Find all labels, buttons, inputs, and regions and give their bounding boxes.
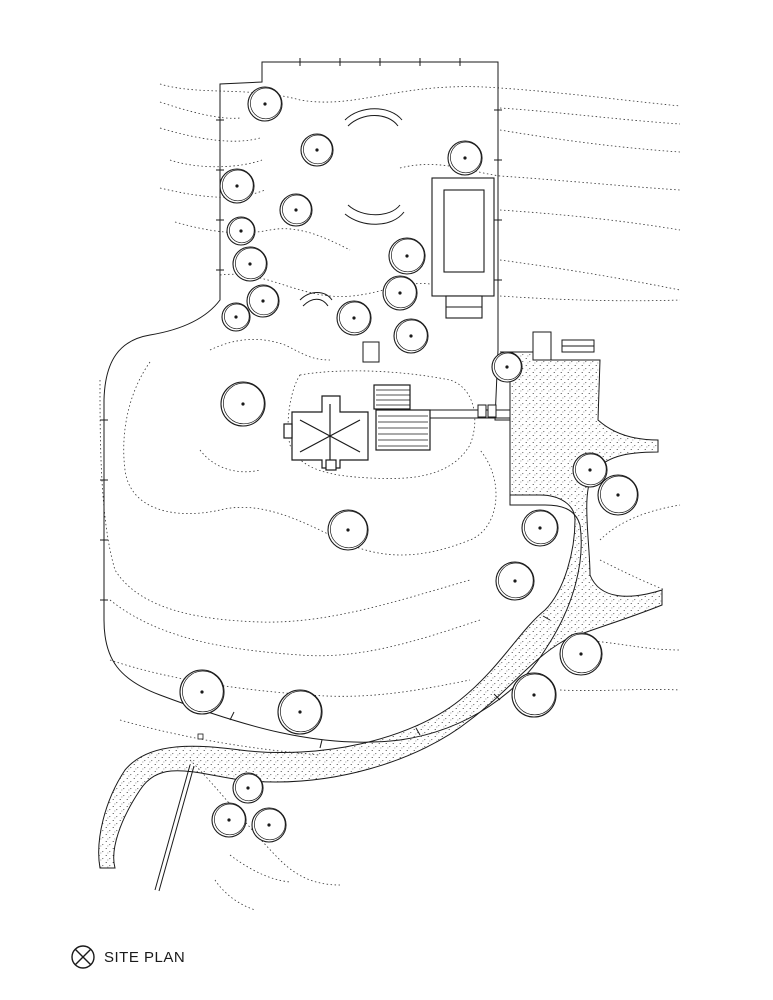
contour-line bbox=[499, 295, 681, 302]
contour-line bbox=[219, 273, 431, 297]
contour-line bbox=[559, 689, 681, 691]
walkway-strip bbox=[429, 409, 511, 419]
garden-wall bbox=[302, 298, 329, 307]
garden-wall bbox=[344, 211, 405, 225]
tree-icon bbox=[597, 474, 639, 516]
trees bbox=[179, 86, 639, 843]
north-arrow-icon bbox=[71, 945, 95, 969]
garden-wall bbox=[347, 115, 399, 127]
drawing-title: SITE PLAN bbox=[104, 948, 186, 966]
tree-icon bbox=[221, 302, 251, 332]
contour-line bbox=[214, 879, 256, 911]
contour-line bbox=[159, 101, 241, 119]
tree-icon bbox=[279, 193, 313, 227]
tree-icon bbox=[246, 284, 280, 318]
tree-icon bbox=[447, 140, 483, 176]
contour-line bbox=[599, 504, 681, 541]
contour-line bbox=[159, 83, 681, 107]
walkway bbox=[429, 404, 511, 419]
contour-line bbox=[199, 449, 261, 473]
tree-icon bbox=[491, 351, 523, 383]
fence-tick bbox=[229, 711, 235, 721]
access-path bbox=[158, 765, 195, 892]
contour-line bbox=[499, 107, 681, 125]
tree-icon bbox=[232, 772, 264, 804]
roof-hatching bbox=[376, 389, 428, 447]
contour-line bbox=[599, 559, 666, 591]
garden-walls bbox=[299, 108, 405, 307]
tree-icon bbox=[226, 216, 256, 246]
tree-icon bbox=[393, 318, 429, 354]
gravel-drive-surface bbox=[98, 351, 663, 869]
chimney bbox=[325, 459, 337, 471]
contour-line bbox=[499, 259, 681, 291]
tree-icon bbox=[277, 689, 323, 735]
tree-icon bbox=[211, 802, 247, 838]
contour-line bbox=[189, 759, 341, 886]
contour-line bbox=[209, 339, 331, 361]
fence-tick bbox=[319, 739, 323, 749]
tree-icon bbox=[247, 86, 283, 122]
pool-area bbox=[431, 177, 495, 319]
contour-line bbox=[174, 221, 351, 251]
step bbox=[477, 404, 487, 418]
pool bbox=[443, 189, 485, 273]
tree-icon bbox=[559, 632, 603, 676]
tree-icon bbox=[495, 561, 535, 601]
garage-left bbox=[532, 331, 552, 361]
contour-line bbox=[169, 159, 263, 168]
garden-wall bbox=[347, 204, 401, 216]
tree-icon bbox=[521, 509, 559, 547]
tree-icon bbox=[388, 237, 426, 275]
contour-line bbox=[99, 379, 471, 623]
driveway bbox=[98, 351, 663, 869]
garden-wall bbox=[299, 292, 333, 301]
tree-icon bbox=[572, 452, 608, 488]
access-path bbox=[154, 764, 191, 891]
garden-wall bbox=[344, 108, 403, 121]
contour-line bbox=[399, 164, 681, 191]
tree-icon bbox=[327, 509, 369, 551]
contour-line bbox=[123, 361, 497, 556]
contour-line bbox=[109, 659, 471, 697]
contour-line bbox=[109, 599, 481, 657]
garden-structure bbox=[375, 409, 431, 451]
contour-lines bbox=[99, 83, 681, 911]
house-porch bbox=[283, 423, 293, 439]
tree-icon bbox=[220, 381, 266, 427]
drawing-caption: SITE PLAN bbox=[70, 944, 185, 970]
tree-icon bbox=[251, 807, 287, 843]
marker-post bbox=[197, 733, 204, 740]
tree-icon bbox=[511, 672, 557, 718]
tree-icon bbox=[300, 133, 334, 167]
contour-line bbox=[159, 127, 261, 142]
roof-wing bbox=[373, 384, 411, 410]
tree-icon bbox=[219, 168, 255, 204]
tree-icon bbox=[179, 669, 225, 715]
tree-icon bbox=[382, 275, 418, 311]
contour-line bbox=[287, 370, 476, 479]
tree-icon bbox=[336, 300, 372, 336]
contour-line bbox=[499, 129, 681, 153]
step bbox=[487, 404, 497, 418]
contour-line bbox=[499, 209, 681, 231]
shed bbox=[362, 341, 380, 363]
main-house bbox=[283, 384, 431, 471]
tree-icon bbox=[232, 246, 268, 282]
contour-line bbox=[229, 854, 291, 883]
garage-structures bbox=[532, 331, 595, 361]
